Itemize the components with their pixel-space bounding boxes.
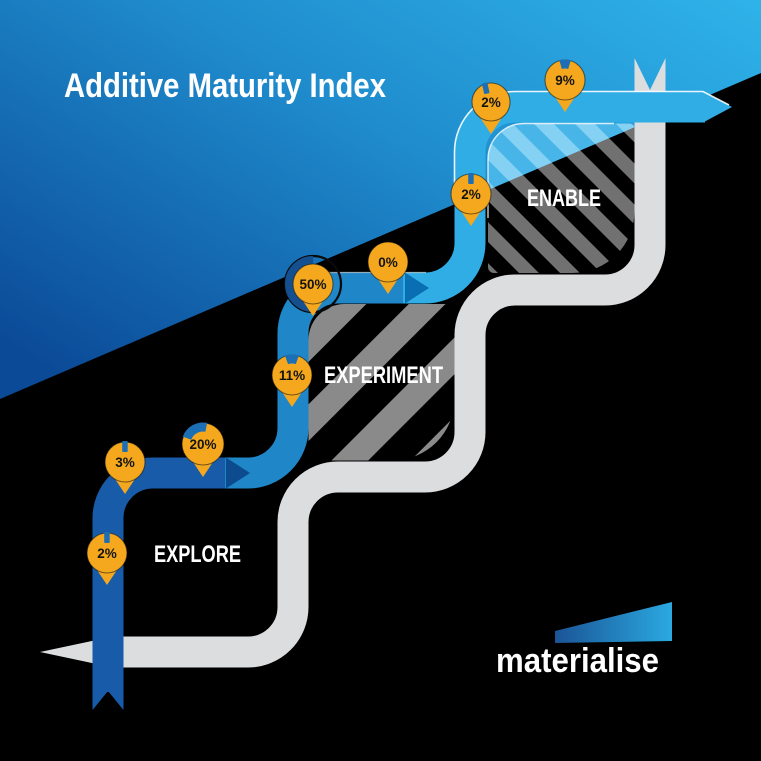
- svg-text:0%: 0%: [378, 255, 398, 270]
- svg-text:9%: 9%: [555, 73, 575, 88]
- stage-label-enable: ENABLE: [527, 185, 601, 212]
- pin-enable-2pct-lower: 2%: [450, 173, 492, 226]
- svg-text:50%: 50%: [299, 277, 326, 292]
- experiment-hatched-area: [308, 304, 455, 461]
- svg-text:3%: 3%: [115, 455, 135, 470]
- stage-label-experiment: EXPERIMENT: [324, 362, 443, 389]
- materialise-logo: materialise: [496, 602, 672, 680]
- pin-progress-tick: [122, 441, 128, 452]
- stage3-end-arrow: [703, 91, 732, 123]
- pin-experiment-11pct: 11%: [271, 354, 313, 407]
- pin-progress-tick: [104, 532, 110, 543]
- pin-experiment-0pct: 0%: [367, 241, 409, 294]
- enable-hatched-area: [487, 122, 635, 273]
- pin-explore-20pct: 20%: [181, 422, 225, 477]
- page-title: Additive Maturity Index: [64, 67, 386, 105]
- svg-text:2%: 2%: [97, 546, 117, 561]
- pin-explore-3pct: 3%: [104, 441, 146, 494]
- pin-explore-2pct: 2%: [86, 532, 128, 585]
- pin-progress-arc: [181, 422, 225, 466]
- pin-enable-9pct: 9%: [544, 59, 586, 112]
- materialise-wordmark: materialise: [496, 642, 659, 680]
- svg-text:20%: 20%: [189, 437, 216, 452]
- svg-text:2%: 2%: [461, 187, 481, 202]
- pin-enable-2pct-upper: 2%: [471, 82, 511, 134]
- pin-experiment-50pct: 50%: [283, 254, 343, 316]
- pin-progress-tick: [482, 82, 490, 95]
- stage1-arrowhead: [226, 457, 250, 489]
- svg-text:2%: 2%: [481, 95, 501, 110]
- svg-text:11%: 11%: [279, 368, 305, 383]
- enable-box-highlight: [487, 122, 614, 218]
- pin-progress-arc: [271, 354, 313, 396]
- stage2-arrowhead: [405, 272, 429, 304]
- materialise-swoosh-icon: [555, 602, 672, 643]
- pin-progress-tick: [468, 173, 474, 184]
- stage1-tail-swallowtail: [92, 688, 124, 710]
- stage-label-explore: EXPLORE: [154, 541, 241, 568]
